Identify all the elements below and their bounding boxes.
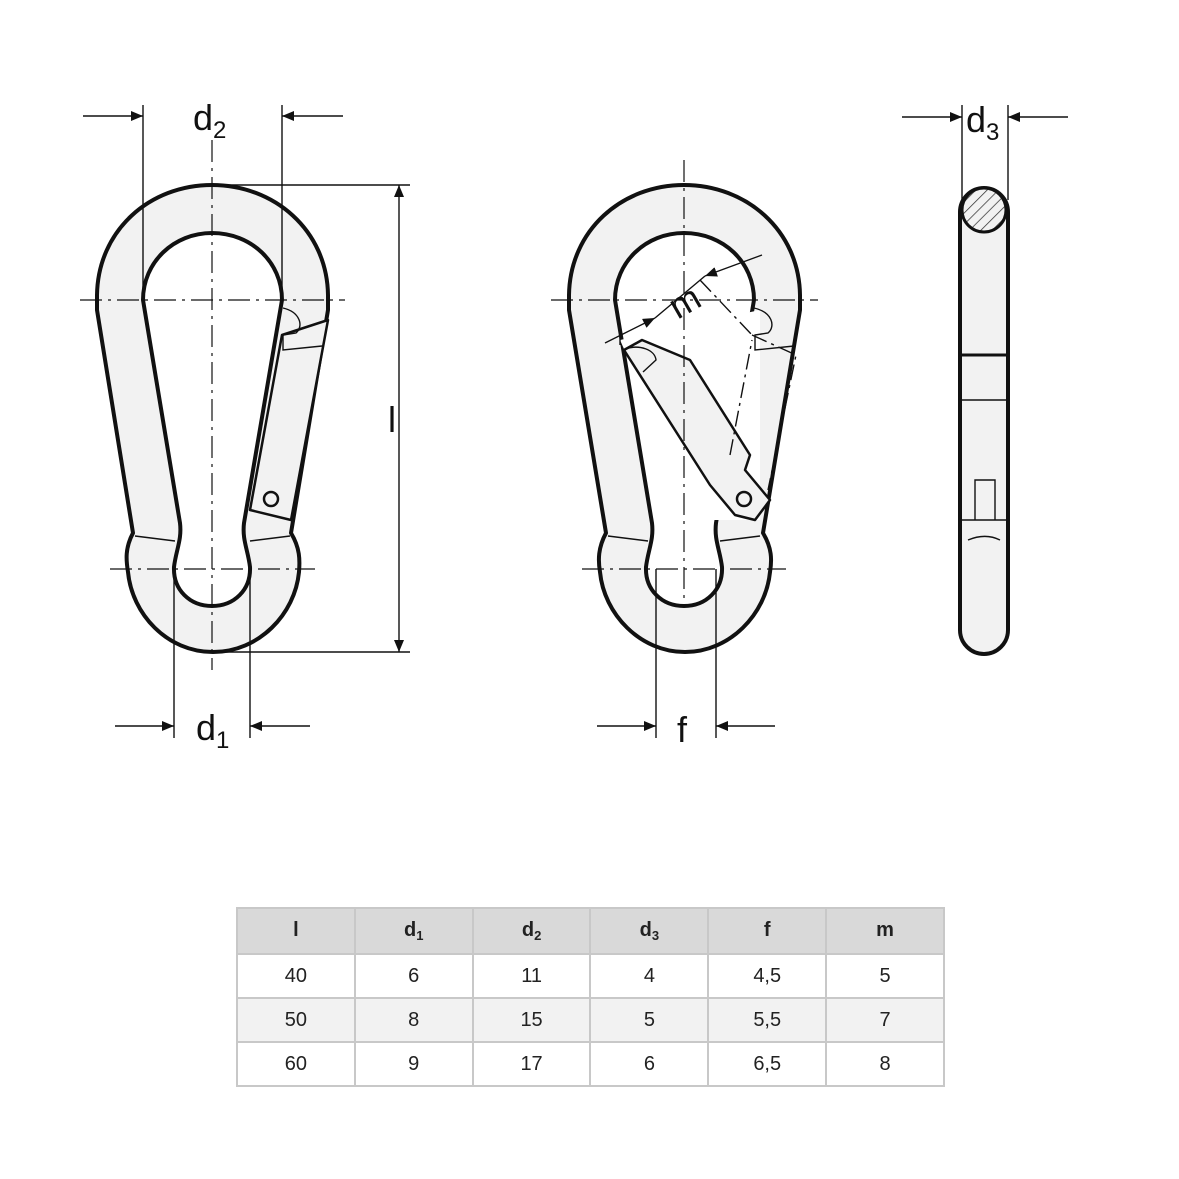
table-cell: 60: [236, 1041, 356, 1087]
d1-label: d1: [196, 707, 229, 754]
d2-label: d2: [193, 97, 226, 144]
front-view-carabiner: d2 l d1: [80, 97, 410, 754]
table-cell: 7: [825, 997, 945, 1043]
l-label: l: [388, 399, 396, 440]
table-cell: 40: [236, 953, 356, 999]
side-view-cross-section: [960, 186, 1008, 234]
table-row: 60 9 17 6 6,5 8: [236, 1041, 945, 1087]
table-cell: 11: [471, 953, 592, 999]
front-view-gate-pin: [262, 490, 280, 508]
table-cell: 5,5: [707, 997, 828, 1043]
front-view-neck-marks: [134, 535, 291, 542]
table-cell: 8: [353, 997, 474, 1043]
table-cell: 15: [471, 997, 592, 1043]
header-f: f: [707, 907, 828, 955]
table-cell: 50: [236, 997, 356, 1043]
side-view-body: [958, 186, 1010, 656]
open-view-gate-pin: [735, 490, 753, 508]
table-row: 40 6 11 4 4,5 5: [236, 953, 945, 999]
table-row: 50 8 15 5 5,5 7: [236, 997, 945, 1043]
header-d3: d3: [589, 907, 710, 955]
front-view-gate-notch: [282, 307, 323, 351]
header-d1: d1: [353, 907, 474, 955]
table-cell: 6: [589, 1041, 710, 1087]
header-m: m: [825, 907, 945, 955]
open-gate-view-carabiner: m f: [551, 160, 818, 750]
front-view-gate: [248, 318, 330, 522]
table-cell: 4: [589, 953, 710, 999]
table-cell: 17: [471, 1041, 592, 1087]
table-cell: 6: [353, 953, 474, 999]
f-label: f: [677, 709, 688, 750]
table-cell: 4,5: [707, 953, 828, 999]
table-header-row: l d1 d2 d3 f m: [236, 907, 945, 955]
table-cell: 9: [353, 1041, 474, 1087]
side-view-carabiner: d3: [902, 99, 1068, 656]
d3-label: d3: [966, 99, 999, 146]
open-view-gate: [622, 338, 772, 522]
table-cell: 5: [825, 953, 945, 999]
table-cell: 5: [589, 997, 710, 1043]
table-cell: 6,5: [707, 1041, 828, 1087]
table-cell: 8: [825, 1041, 945, 1087]
dimensions-table: l d1 d2 d3 f m 40 6 11 4 4,5 5 50 8 15 5…: [236, 907, 945, 1087]
header-l: l: [236, 907, 356, 955]
closed-gate-phantom: [699, 279, 797, 491]
header-d2: d2: [471, 907, 592, 955]
